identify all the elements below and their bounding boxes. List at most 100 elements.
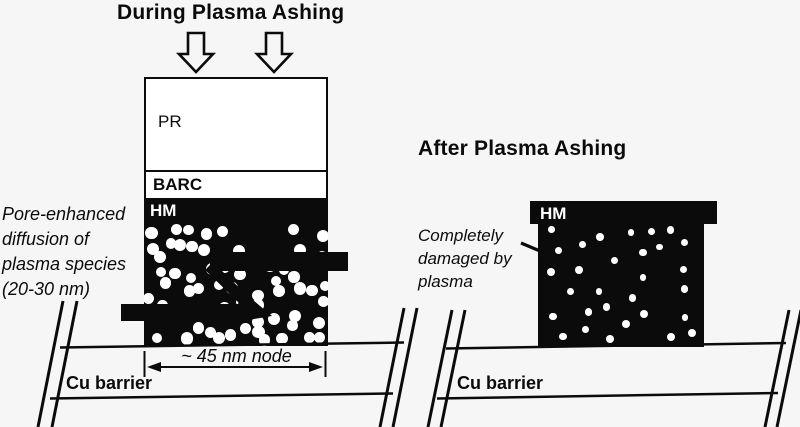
annotation-line: (20-30 nm) bbox=[2, 279, 91, 299]
pore-dot bbox=[575, 265, 584, 274]
pore-dot bbox=[197, 244, 211, 257]
pore-dot bbox=[233, 268, 246, 281]
pore-dot bbox=[579, 241, 586, 248]
annotation-line: Completely bbox=[418, 226, 504, 245]
pore-dot bbox=[252, 315, 265, 328]
break-mark-line bbox=[378, 307, 406, 427]
pore-dot bbox=[174, 238, 187, 252]
pore-dot bbox=[639, 274, 647, 282]
pore-dot bbox=[647, 227, 655, 235]
pore-dot bbox=[276, 332, 288, 345]
pore-dot bbox=[264, 260, 276, 272]
pore-dot bbox=[239, 322, 251, 335]
pore-dot bbox=[224, 329, 236, 341]
break-mark-line bbox=[763, 309, 791, 427]
pore-dot bbox=[316, 229, 328, 242]
pore-dot bbox=[156, 300, 168, 311]
left-panel-title: During Plasma Ashing bbox=[117, 1, 345, 24]
hm-layer-label-right: HM bbox=[540, 204, 567, 223]
pore-dot bbox=[204, 326, 216, 338]
pore-dot bbox=[217, 225, 228, 237]
pore-dot bbox=[293, 244, 306, 257]
pore-dot bbox=[640, 309, 649, 319]
right-panel-title: After Plasma Ashing bbox=[418, 137, 627, 160]
barc-layer-label: BARC bbox=[153, 175, 203, 194]
pore-dot bbox=[270, 275, 282, 287]
pore-dots-sparse bbox=[538, 223, 704, 347]
pore-dot bbox=[294, 282, 307, 295]
hm-cap-block: HM bbox=[530, 201, 717, 224]
pore-dot bbox=[252, 299, 264, 311]
pore-dot bbox=[666, 226, 675, 235]
pore-dot bbox=[200, 228, 213, 240]
pore-dot bbox=[313, 331, 326, 344]
pore-dot bbox=[267, 312, 280, 325]
pore-dot bbox=[680, 285, 689, 294]
porous-lowk-block: HM bbox=[144, 199, 328, 346]
pore-dot bbox=[584, 308, 593, 316]
pore-dot bbox=[621, 319, 631, 328]
pore-dot bbox=[169, 267, 181, 280]
pore-dot bbox=[273, 284, 285, 297]
pore-dot bbox=[159, 277, 171, 289]
pore-dots-dense bbox=[144, 199, 328, 346]
pore-dot bbox=[287, 320, 298, 331]
break-mark-line bbox=[391, 307, 419, 427]
pore-dot bbox=[639, 248, 647, 256]
pore-dot bbox=[596, 233, 604, 241]
pore-dot bbox=[236, 296, 247, 307]
pore-dot bbox=[679, 266, 687, 274]
pr-layer-label: PR bbox=[158, 112, 182, 131]
pore-dot bbox=[213, 279, 225, 291]
pore-dot bbox=[549, 312, 557, 320]
pore-dot bbox=[183, 224, 194, 236]
pore-dot bbox=[287, 223, 299, 236]
plasma-down-arrow-icon bbox=[175, 31, 217, 74]
pore-dot bbox=[185, 272, 197, 284]
hm-layer-label-left: HM bbox=[150, 201, 177, 220]
annotation-line: Pore-enhanced bbox=[2, 204, 126, 224]
pore-dot bbox=[288, 271, 300, 283]
pore-dot bbox=[305, 284, 318, 297]
pore-diffusion-annotation: Pore-enhanced diffusion of plasma specie… bbox=[2, 202, 126, 302]
pore-dot bbox=[206, 263, 219, 276]
pore-dot bbox=[199, 304, 211, 316]
pore-dot bbox=[288, 309, 301, 322]
pore-dot bbox=[193, 322, 205, 334]
pore-dot bbox=[193, 283, 205, 295]
pore-dot bbox=[605, 335, 614, 344]
barc-layer-box: BARC bbox=[144, 170, 328, 200]
pore-dot bbox=[602, 303, 611, 311]
node-dimension-label: ~ 45 nm node bbox=[181, 346, 292, 366]
pore-dot bbox=[251, 289, 264, 302]
pore-dot bbox=[183, 285, 195, 297]
pore-dot bbox=[681, 313, 689, 321]
pore-dot bbox=[312, 316, 325, 329]
pore-dot bbox=[627, 228, 635, 236]
pore-dot bbox=[554, 246, 563, 255]
pore-dot bbox=[145, 226, 158, 239]
pore-dot bbox=[144, 292, 155, 305]
annotation-line: plasma species bbox=[2, 254, 127, 274]
pore-dot bbox=[154, 251, 167, 264]
pore-dot bbox=[681, 238, 689, 246]
pore-dot bbox=[548, 226, 555, 234]
break-mark-line bbox=[775, 309, 800, 427]
break-mark-line bbox=[439, 309, 467, 427]
damaged-annotation: Completely damaged by plasma bbox=[418, 224, 512, 293]
pore-dot bbox=[169, 306, 182, 318]
pore-dot bbox=[628, 294, 637, 302]
pore-dot bbox=[595, 288, 603, 295]
break-mark-line bbox=[36, 300, 65, 427]
pore-dot bbox=[319, 280, 328, 291]
pore-dot bbox=[546, 267, 555, 276]
pore-dot bbox=[567, 288, 575, 296]
pore-dot bbox=[316, 251, 328, 263]
pore-dot bbox=[687, 328, 697, 338]
pore-dot bbox=[152, 333, 163, 344]
break-mark-line bbox=[50, 300, 79, 427]
pore-dot bbox=[582, 326, 589, 334]
cu-barrier-label-left: Cu barrier bbox=[66, 373, 153, 393]
pore-dot bbox=[233, 245, 246, 258]
damaged-lowk-block bbox=[538, 223, 704, 347]
